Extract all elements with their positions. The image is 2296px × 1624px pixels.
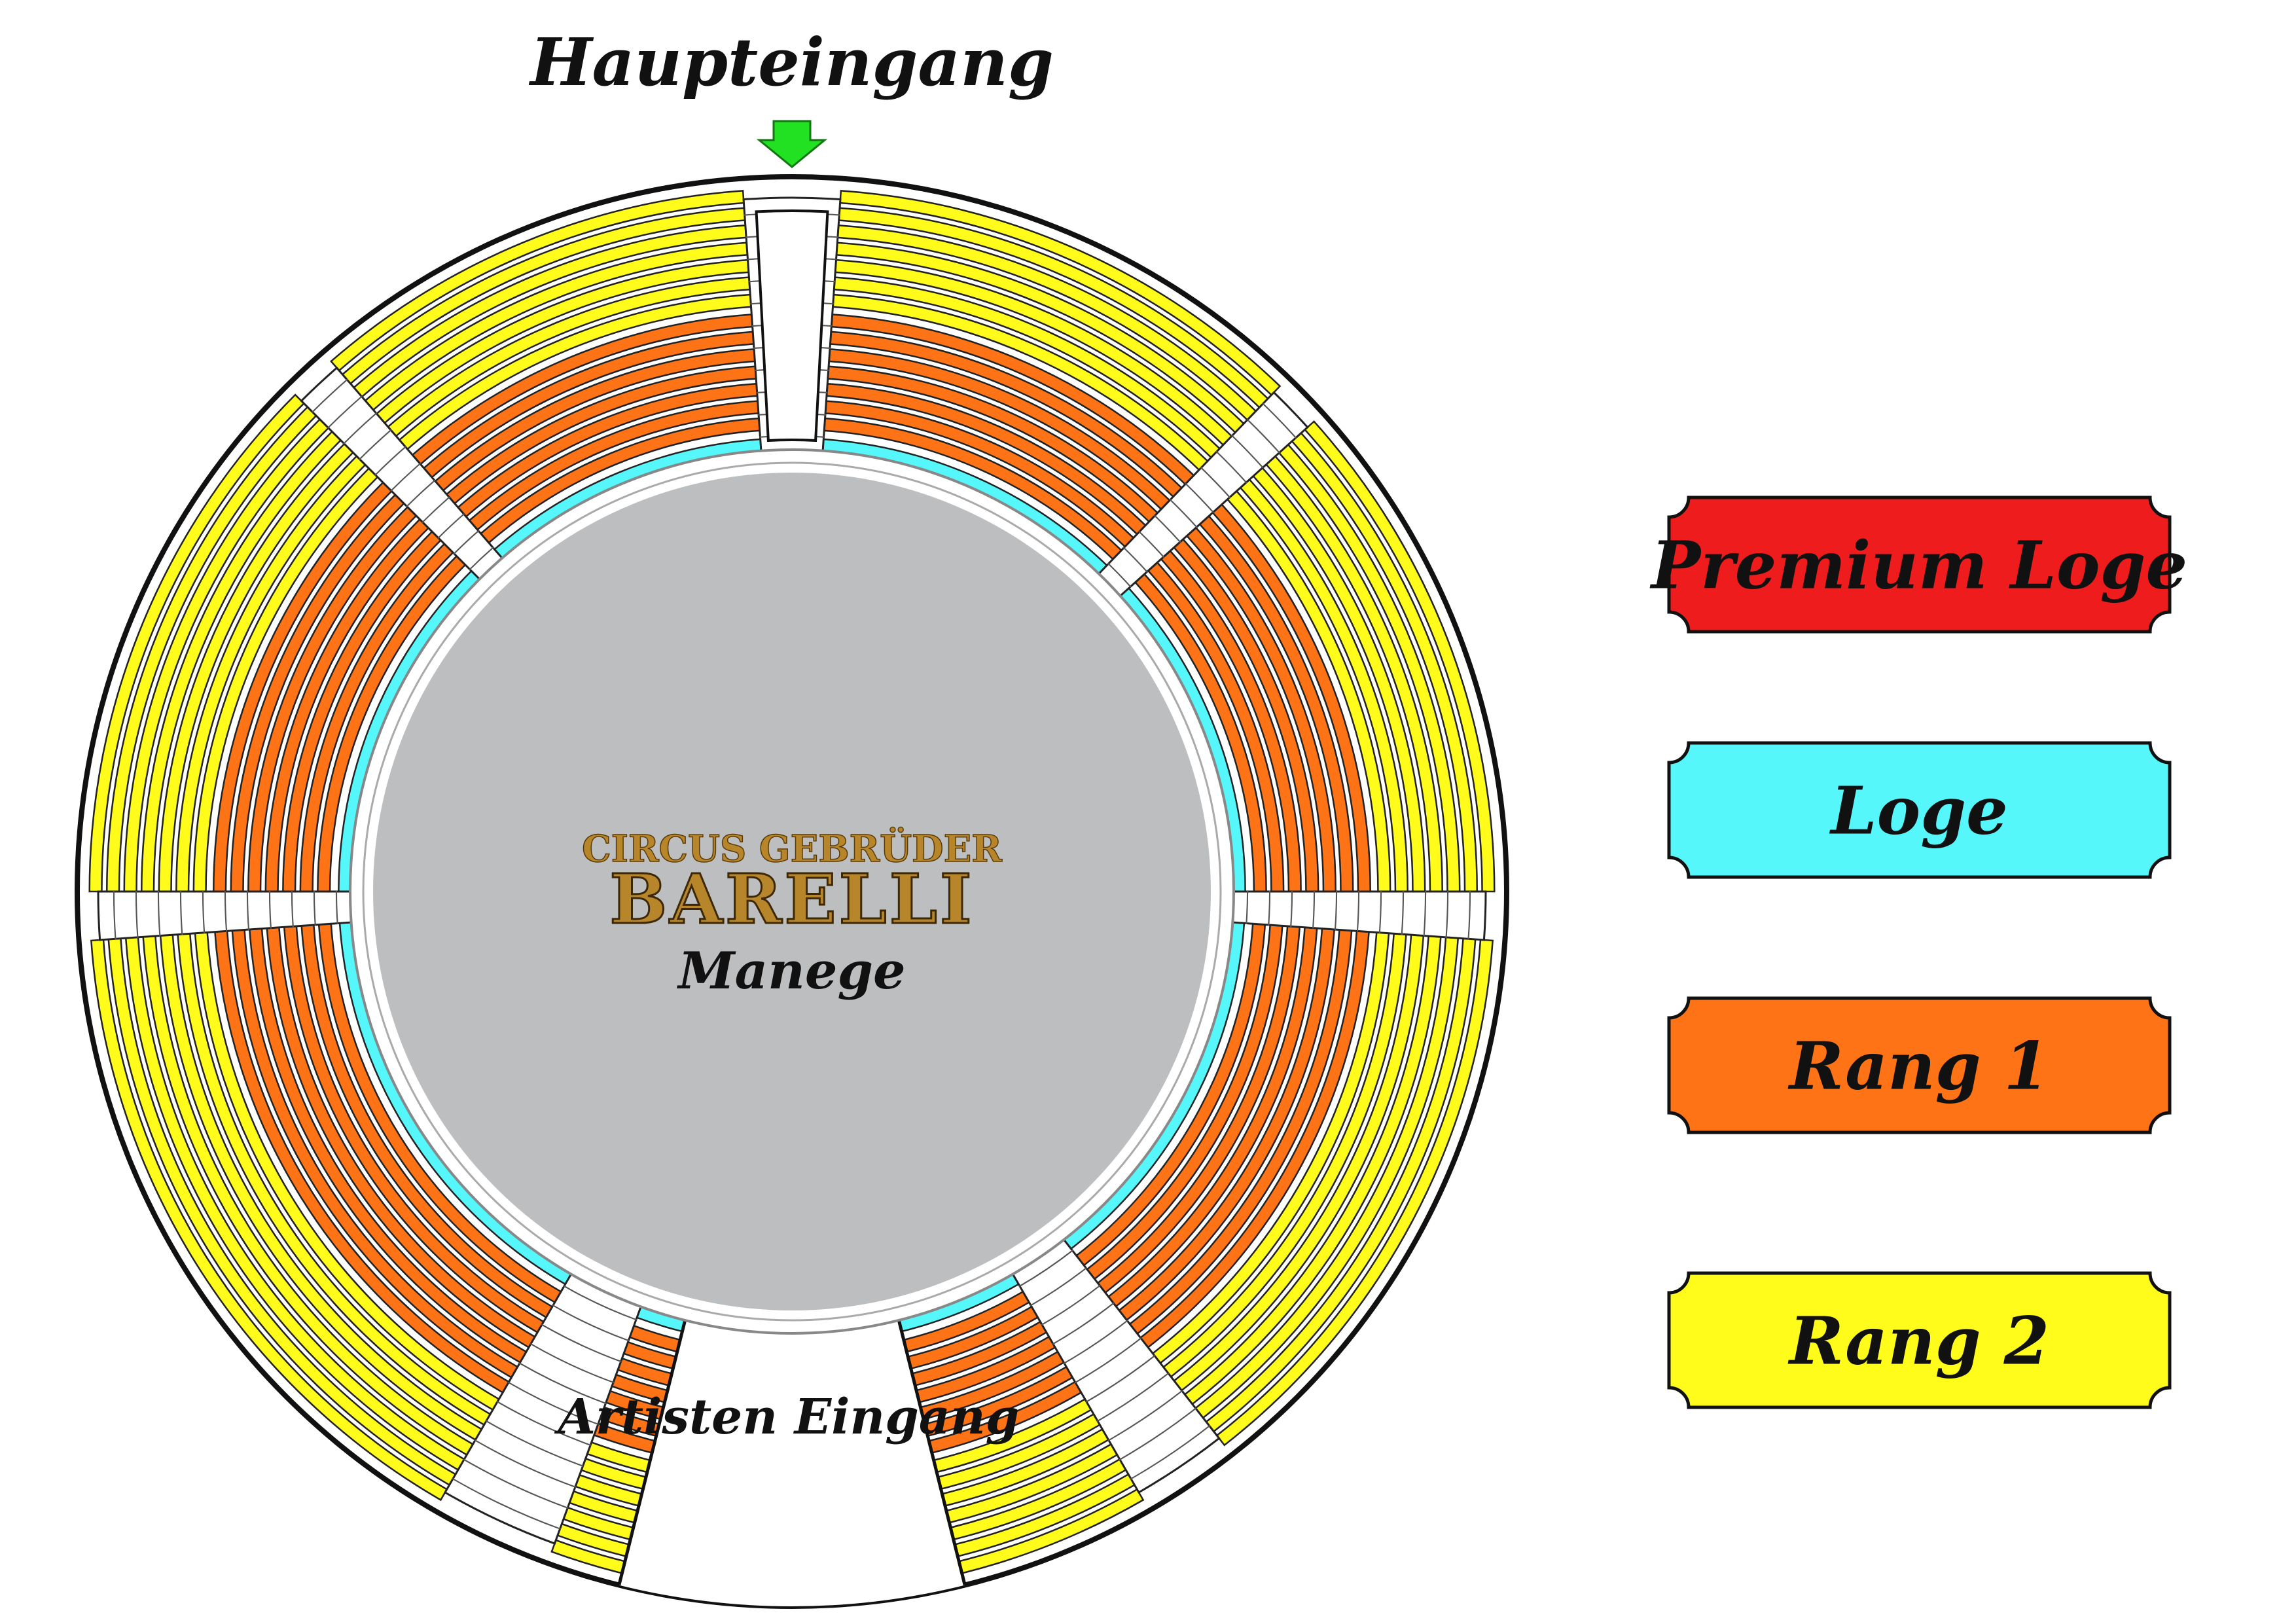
down-arrow-icon <box>756 120 828 168</box>
aisle-step <box>268 891 272 929</box>
aisle-step <box>496 1401 592 1447</box>
aisle-step <box>552 1304 630 1342</box>
brand-line2: BARELLI <box>609 859 974 939</box>
aisle-step <box>1018 1250 1074 1288</box>
aisle-step <box>1030 1267 1087 1307</box>
aisle-step <box>1119 1407 1197 1461</box>
aisle-step <box>469 547 494 571</box>
aisle-step <box>1445 891 1449 938</box>
aisle-step <box>485 1420 584 1468</box>
aisle-step <box>1423 891 1427 937</box>
aisle-step <box>453 530 480 555</box>
aisle-step <box>202 891 206 933</box>
artist-passage-edge <box>617 1297 692 1586</box>
aisle-step <box>135 891 139 938</box>
aisle-step <box>452 1477 561 1530</box>
legend-swatch <box>1667 741 2172 879</box>
aisle-step <box>1130 1424 1211 1480</box>
aisle-step <box>1138 530 1165 558</box>
aisle-step <box>463 1458 569 1509</box>
aisle-step <box>518 1362 607 1405</box>
aisle-step <box>1153 514 1181 543</box>
aisle-step <box>1041 1284 1101 1326</box>
legend-swatch <box>1667 1271 2172 1409</box>
legend-swatch <box>1667 496 2172 634</box>
manege-label: Manege <box>676 941 905 1001</box>
aisle-step <box>313 891 316 926</box>
aisle-step <box>1401 891 1405 935</box>
aisle-step <box>1074 1337 1142 1384</box>
aisle-step <box>1085 1354 1156 1403</box>
aisle-step <box>1467 891 1471 940</box>
aisle-step <box>390 462 422 492</box>
aisle-step <box>1246 418 1281 454</box>
aisle-step <box>529 1343 615 1384</box>
aisle-step <box>179 891 183 935</box>
aisle-step <box>1378 891 1382 933</box>
aisle-step <box>406 479 436 508</box>
aisle-step <box>343 412 378 444</box>
aisle-step <box>1107 1390 1183 1441</box>
artist-entrance-passage <box>619 1297 965 1607</box>
artist-entrance-label: Artisten Eingang <box>554 1389 1020 1445</box>
aisle-step <box>1169 499 1198 528</box>
aisle-step <box>327 395 363 429</box>
legend-label: Rang 2 <box>1787 1303 2049 1380</box>
aisle-step <box>1096 1372 1170 1422</box>
aisle-step <box>1231 435 1264 469</box>
aisle-step <box>335 891 338 924</box>
aisle-step <box>437 513 465 539</box>
aisle-step <box>311 378 348 413</box>
main-entrance-passage <box>755 209 829 442</box>
aisle-step <box>1268 891 1271 926</box>
aisle-step <box>246 891 250 931</box>
aisle-step <box>1052 1302 1115 1345</box>
legend-label: Rang 1 <box>1787 1028 2049 1105</box>
aisle-step <box>474 1439 577 1489</box>
aisle-step <box>291 891 294 928</box>
aisle-step <box>1107 562 1132 588</box>
manege-ring <box>362 461 1222 1322</box>
aisle-step <box>1262 403 1297 439</box>
aisle-step <box>541 1324 622 1363</box>
aisle-step <box>374 446 406 477</box>
aisle-step <box>1185 482 1215 513</box>
aisle-step <box>422 496 450 524</box>
aisle-step <box>1334 891 1338 931</box>
legend-label: Premium Loge <box>1649 527 2187 604</box>
aisle-step <box>1063 1320 1128 1364</box>
manege <box>373 473 1211 1310</box>
aisle-step <box>1312 891 1316 929</box>
aisle-step <box>1215 450 1247 484</box>
aisle-step <box>359 429 392 460</box>
aisle-step <box>1356 891 1360 932</box>
aisle-step <box>1290 891 1293 928</box>
legend-swatch <box>1667 996 2172 1134</box>
main-entrance-label: Haupteingang <box>528 24 1054 101</box>
aisle-step <box>1122 547 1148 573</box>
aisle-step <box>224 891 228 932</box>
aisle-step <box>1200 467 1231 499</box>
aisle-step <box>113 891 117 940</box>
artist-passage-edge <box>891 1297 967 1586</box>
legend-label: Loge <box>1829 772 2008 850</box>
aisle-step <box>507 1381 600 1426</box>
brand-line1: CIRCUS GEBRÜDER <box>582 827 1002 871</box>
aisle-step <box>1246 891 1249 924</box>
aisle-step <box>563 1285 637 1321</box>
aisle-step <box>157 891 161 937</box>
